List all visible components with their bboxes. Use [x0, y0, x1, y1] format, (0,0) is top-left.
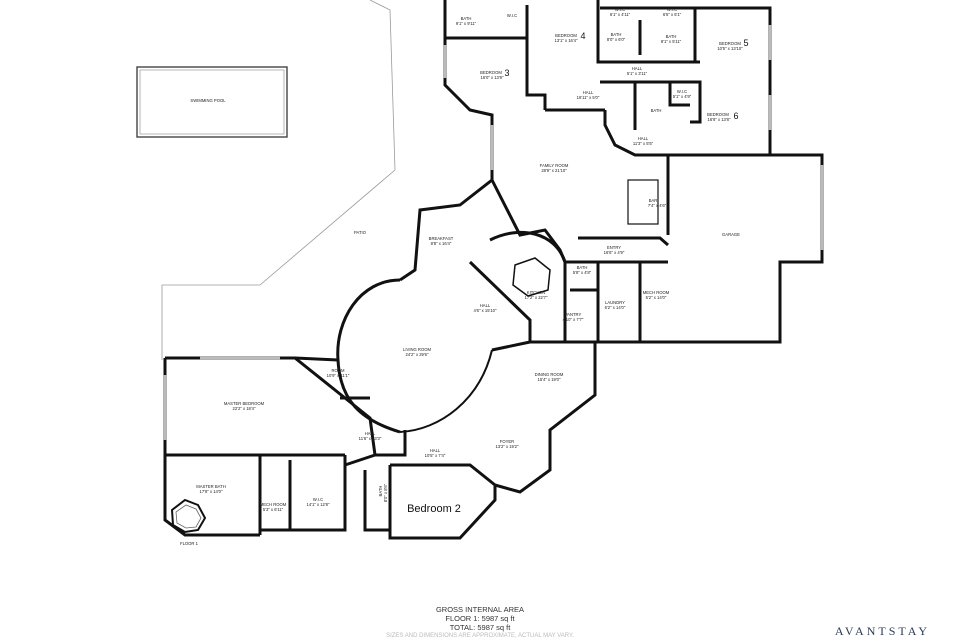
label-wic-m-dim: 14'1" x 12'8"	[307, 502, 330, 507]
label-wic-m: W.I.C	[313, 497, 323, 502]
windows	[163, 25, 824, 440]
label-bedroom2: Bedroom 2	[407, 503, 461, 515]
label-bedroom3: BEDROOM	[480, 70, 502, 75]
label-breakfast-dim: 8'8" x 16'4"	[431, 241, 452, 246]
label-bedroom5-dim: 10'5" x 13'10"	[717, 46, 743, 51]
label-hall-f: HALL	[430, 448, 441, 453]
label-bedroom3-num: 3	[504, 68, 509, 78]
label-mech-a-dim: 5'2" x 14'0"	[646, 295, 667, 300]
label-family-dim: 28'9" x 21'10"	[541, 168, 567, 173]
label-bedroom6: BEDROOM	[707, 112, 729, 117]
label-bar-dim: 7'4" x 4'6"	[648, 203, 667, 208]
area-total: TOTAL: 5987 sq ft	[449, 623, 511, 632]
label-bedroom6-dim: 16'8" x 13'8"	[708, 117, 731, 122]
label-bedroom5: BEDROOM	[719, 41, 741, 46]
label-foyer: FOYER	[500, 439, 514, 444]
label-bath-b: BATH	[666, 34, 677, 39]
area-floor-1: FLOOR 1: 5987 sq ft	[445, 614, 515, 623]
label-laundry-dim: 6'2" x 14'0"	[605, 305, 626, 310]
label-floor: FLOOR 1	[180, 541, 199, 546]
label-hall-d: HALL	[480, 303, 491, 308]
label-kitchen: KITCHEN	[527, 290, 545, 295]
label-bedroom6-num: 6	[733, 111, 738, 121]
label-bath-top-dim: 9'1" x 9'11"	[456, 21, 477, 26]
label-hall-e-dim: 11'6" x 13'3"	[359, 436, 382, 441]
label-hall-e: HALL	[365, 431, 376, 436]
label-laundry: LAUNDRY	[605, 300, 625, 305]
label-hall-a: HALL	[632, 66, 643, 71]
label-swimming-pool: SWIMMING POOL	[190, 98, 226, 103]
label-living-dim: 24'2" x 29'6"	[406, 352, 429, 357]
label-master-bath: MASTER BATH	[196, 484, 225, 489]
label-family: FAMILY ROOM	[540, 163, 569, 168]
label-bath-d-dim: 5'8" x 4'8"	[573, 270, 592, 275]
brand-logo: AVANTSTAY	[834, 624, 930, 638]
label-kitchen-dim: 17'2" x 22'7"	[525, 295, 548, 300]
label-hall-b-dim: 16'11" x 5'0"	[577, 95, 600, 100]
label-hall-d-dim: 4'6" x 15'10"	[474, 308, 497, 313]
label-hall-a-dim: 5'1" x 3'11"	[627, 71, 648, 76]
label-wic-b-dim: 6'5" x 5'1"	[663, 12, 682, 17]
label-bath-a-dim: 8'0" x 6'0"	[607, 37, 626, 42]
label-room-dim: 10'9" x 11'1"	[327, 373, 350, 378]
label-hall-f-dim: 10'5" x 7'4"	[425, 453, 446, 458]
kitchen-island	[489, 230, 567, 297]
gross-area-block: GROSS INTERNAL AREA FLOOR 1: 5987 sq ft …	[380, 605, 580, 641]
label-pantry: PANTRY	[565, 312, 582, 317]
label-wic-a: W.I.C	[615, 7, 625, 12]
label-foyer-dim: 13'2" x 19'2"	[496, 444, 519, 449]
label-bath-a: BATH	[611, 32, 622, 37]
label-bedroom4-num: 4	[580, 31, 585, 41]
area-disclaimer: SIZES AND DIMENSIONS ARE APPROXIMATE, AC…	[386, 633, 574, 639]
label-living: LIVING ROOM	[403, 347, 431, 352]
label-mech-b: MECH ROOM	[260, 502, 287, 507]
label-master-bed-dim: 22'2" x 18'4"	[233, 406, 256, 411]
label-pantry-dim: 4'10" x 7'7"	[563, 317, 584, 322]
label-bedroom5-num: 5	[743, 38, 748, 48]
label-wic-c-dim: 5'1" x 4'9"	[673, 94, 692, 99]
swimming-pool	[136, 66, 288, 138]
label-bar: BAR	[649, 198, 658, 203]
label-dining: DINING ROOM	[535, 372, 564, 377]
label-garage: GARAGE	[722, 232, 740, 237]
label-mech-b-dim: 5'3" x 6'11"	[263, 507, 284, 512]
label-entry: ENTRY	[607, 245, 621, 250]
label-dining-dim: 15'4" x 19'0"	[538, 377, 561, 382]
label-hall-c: HALL	[638, 136, 649, 141]
walls	[163, 0, 824, 540]
label-entry-dim: 16'6" x 4'9"	[604, 250, 625, 255]
label-wic-c: W.I.C	[677, 89, 687, 94]
label-bath-c: BATH	[651, 108, 662, 113]
label-room: ROOM	[331, 368, 345, 373]
label-bedroom4: BEDROOM	[555, 33, 577, 38]
area-heading: GROSS INTERNAL AREA	[435, 605, 525, 614]
room-labels: SWIMMING POOL PATIO BATH 9'1" x 9'11" W.…	[180, 7, 748, 546]
label-bedroom4-dim: 13'1" x 16'4"	[555, 38, 578, 43]
label-bath-d: BATH	[577, 265, 588, 270]
label-master-bath-dim: 17'8" x 14'0"	[200, 489, 223, 494]
label-breakfast: BREAKFAST	[429, 236, 454, 241]
label-wic-top: W.I.C	[507, 13, 517, 18]
master-bath-tub	[170, 498, 207, 534]
label-bath-top: BATH	[461, 16, 472, 21]
patio-outline	[161, 0, 396, 360]
label-wic-b: W.I.C	[667, 7, 677, 12]
label-mech-a: MECH ROOM	[643, 290, 670, 295]
label-wic-a-dim: 6'1" x 4'11"	[610, 12, 631, 17]
label-bath-e-dim: 8'0" x 8'6"	[383, 483, 388, 502]
label-hall-b: HALL	[583, 90, 594, 95]
label-master-bed: MASTER BEDROOM	[224, 401, 265, 406]
bar-counter	[627, 179, 659, 225]
label-patio: PATIO	[354, 230, 367, 235]
label-bath-b-dim: 8'1" x 5'11"	[661, 39, 682, 44]
label-bath-e: BATH	[378, 486, 383, 497]
label-hall-c-dim: 11'3" x 5'5"	[633, 141, 654, 146]
label-bedroom3-dim: 16'0" x 13'9"	[481, 75, 504, 80]
